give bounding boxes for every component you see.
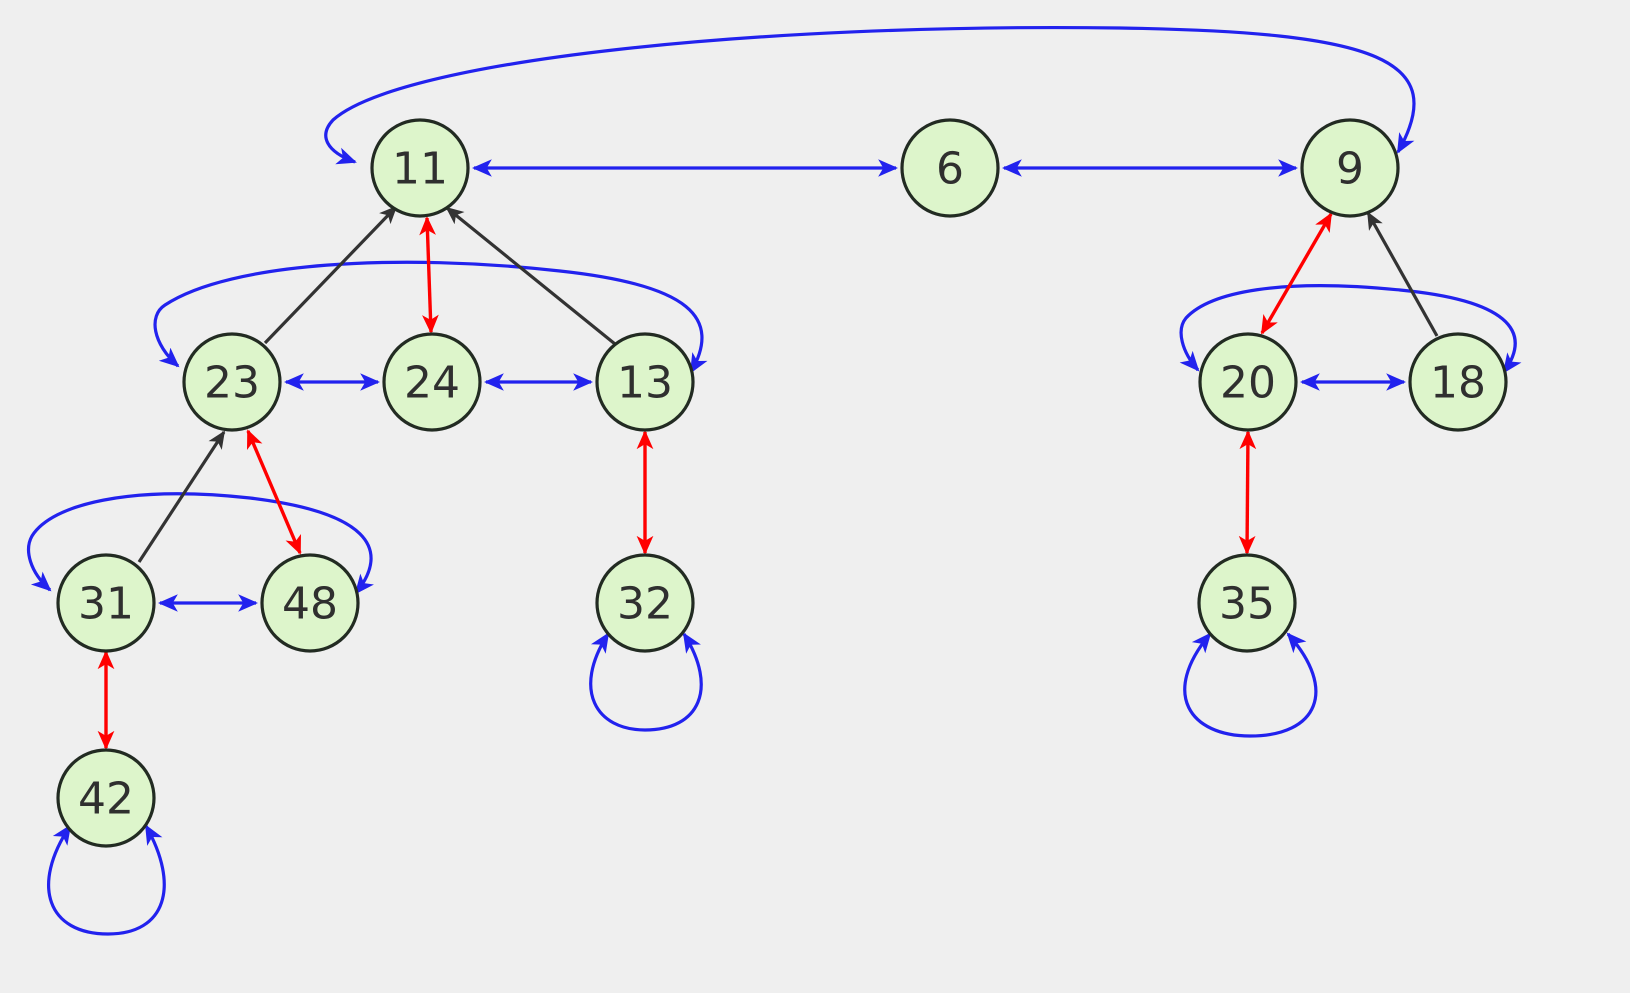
child-edge-11-24[interactable] xyxy=(419,216,439,334)
child-edge-9-20[interactable] xyxy=(1260,212,1333,335)
node-6[interactable]: 6 xyxy=(900,118,1000,218)
sibling-edges-layer xyxy=(27,25,1522,936)
sibling-self-loop-35[interactable] xyxy=(1183,632,1318,738)
sibling-edge-13-23-wrap[interactable] xyxy=(153,260,708,374)
child-edge-20-35[interactable] xyxy=(1238,430,1257,555)
node-9[interactable]: 9 xyxy=(1300,118,1400,218)
sibling-edge-48-31-wrap[interactable] xyxy=(27,492,374,595)
sibling-self-loop-32[interactable] xyxy=(589,632,703,732)
node-18[interactable]: 18 xyxy=(1408,332,1508,432)
node-31[interactable]: 31 xyxy=(56,553,156,653)
child-edge-23-48[interactable] xyxy=(246,429,302,555)
node-23[interactable]: 23 xyxy=(182,332,282,432)
parent-edges-layer xyxy=(137,205,1439,563)
nodes-layer: 11 6 9 23 24 13 xyxy=(56,118,1508,848)
node-32[interactable]: 32 xyxy=(595,553,695,653)
sibling-edge-9-11-wrap[interactable] xyxy=(324,25,1416,165)
node-42[interactable]: 42 xyxy=(56,748,156,848)
node-24[interactable]: 24 xyxy=(382,332,482,432)
sibling-self-loop-42[interactable] xyxy=(47,824,166,936)
node-48[interactable]: 48 xyxy=(260,553,360,653)
parent-edge-18-9[interactable] xyxy=(1366,211,1439,337)
parent-edge-31-23[interactable] xyxy=(137,430,226,563)
child-edges-layer xyxy=(97,212,1333,750)
node-20[interactable]: 20 xyxy=(1198,332,1298,432)
parent-edge-23-11[interactable] xyxy=(263,205,398,345)
node-13[interactable]: 13 xyxy=(595,332,695,432)
parent-edge-13-11[interactable] xyxy=(445,206,617,346)
node-35[interactable]: 35 xyxy=(1197,553,1297,653)
node-11[interactable]: 11 xyxy=(370,118,470,218)
